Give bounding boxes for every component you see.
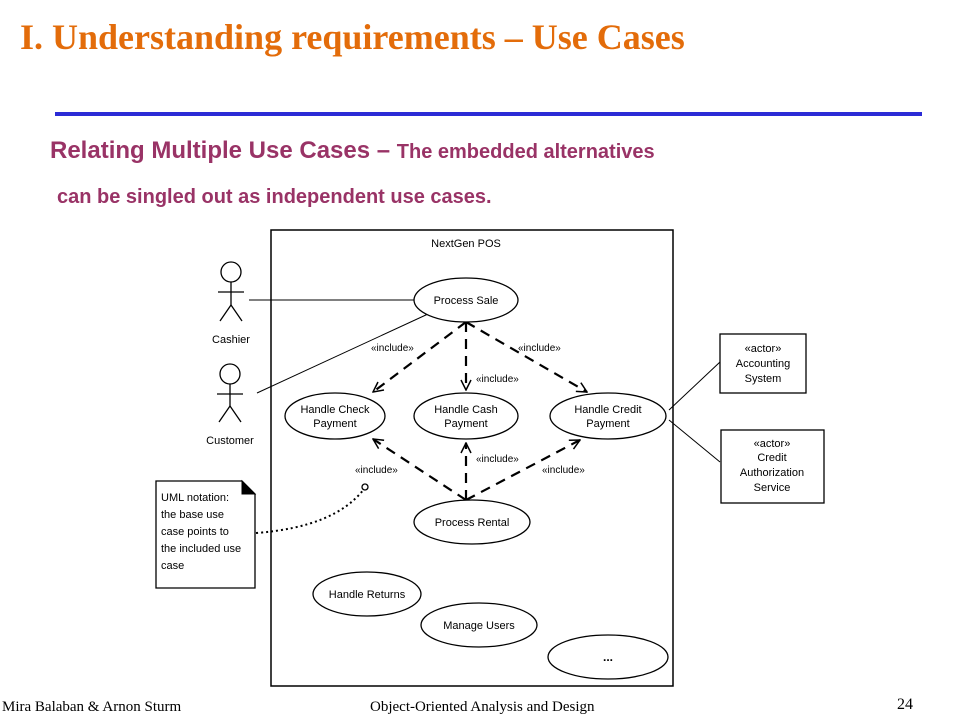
process-sale-label: Process Sale: [434, 295, 499, 307]
note-line-3: case points to: [161, 526, 229, 538]
subtitle-heading: Relating Multiple Use Cases –: [50, 137, 397, 164]
manage-users-label: Manage Users: [443, 620, 515, 632]
handle-returns-label: Handle Returns: [329, 589, 406, 601]
title-underline: [55, 112, 922, 116]
note-line-1: UML notation:: [161, 492, 229, 504]
handle-check-label-1: Handle Check: [300, 404, 370, 416]
use-case-process-sale: [413, 277, 519, 323]
handle-cash-label-2: Payment: [444, 418, 487, 430]
credit-label-3: Service: [754, 482, 791, 494]
include-label: «include»: [542, 465, 585, 476]
accounting-label-2: System: [745, 373, 782, 385]
use-case-handle-check-payment: [284, 392, 386, 440]
subtitle-line-2: can be singled out as independent use ca…: [57, 186, 492, 208]
footer-authors: Mira Balaban & Arnon Sturm: [2, 699, 182, 715]
process-rental-label: Process Rental: [435, 517, 510, 529]
credit-authorization-actor: [720, 429, 825, 504]
accounting-label-1: Accounting: [736, 358, 790, 370]
use-case-handle-cash-payment: [413, 392, 519, 440]
note-connector: [255, 488, 365, 534]
cashier-label: Cashier: [212, 334, 250, 346]
note-line-2: the base use: [161, 509, 224, 521]
more-use-cases-label: ...: [603, 650, 613, 664]
include-label: «include»: [371, 343, 414, 354]
uml-note: [155, 480, 256, 589]
page-number: 24: [897, 696, 913, 713]
uml-note-fold: [241, 479, 257, 495]
accounting-stereotype: «actor»: [745, 343, 782, 355]
footer-course: Object-Oriented Analysis and Design: [370, 699, 595, 715]
handle-cash-label-1: Handle Cash: [434, 404, 498, 416]
customer-label: Customer: [206, 435, 254, 447]
note-line-5: case: [161, 560, 184, 572]
credit-label-2: Authorization: [740, 467, 804, 479]
use-case-handle-credit-payment: [549, 392, 667, 440]
subtitle-line-1: Relating Multiple Use Cases – The embedd…: [50, 137, 655, 165]
note-line-4: the included use: [161, 543, 241, 555]
use-case-manage-users: [420, 602, 538, 648]
include-label: «include»: [518, 343, 561, 354]
handle-credit-label-2: Payment: [586, 418, 629, 430]
include-label: «include»: [476, 454, 519, 465]
associations: [249, 299, 721, 463]
include-label: «include»: [476, 374, 519, 385]
customer-actor: [217, 363, 243, 423]
slide-title: I. Understanding requirements – Use Case…: [20, 17, 685, 57]
system-name: NextGen POS: [431, 238, 501, 250]
cashier-actor: [218, 261, 244, 322]
include-arrows: [373, 321, 587, 501]
credit-stereotype: «actor»: [754, 438, 791, 450]
use-case-process-rental: [413, 499, 531, 545]
handle-check-label-2: Payment: [313, 418, 356, 430]
note-connector-end: [361, 483, 369, 491]
use-case-more: [547, 634, 669, 680]
handle-credit-label-1: Handle Credit: [574, 404, 641, 416]
include-label: «include»: [355, 465, 398, 476]
subtitle-text: The embedded alternatives: [396, 141, 655, 163]
use-case-handle-returns: [312, 571, 422, 617]
credit-label-1: Credit: [757, 452, 786, 464]
accounting-system-actor: [719, 333, 807, 394]
